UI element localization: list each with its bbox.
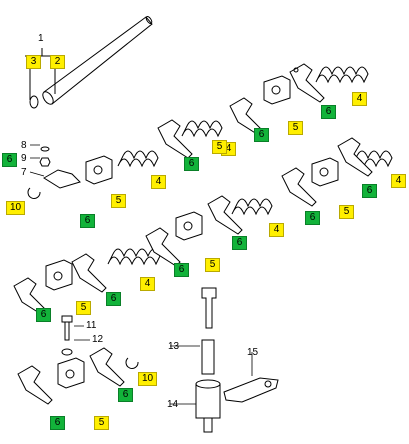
callout-4-d: 4 <box>391 174 406 188</box>
callout-7: 7 <box>21 167 27 178</box>
bottom-assembly <box>17 287 279 433</box>
callout-14: 14 <box>167 399 179 410</box>
callout-5-e: 5 <box>76 301 91 315</box>
callout-2: 2 <box>50 55 65 69</box>
callout-9: 9 <box>21 153 27 164</box>
callout-5-d: 5 <box>205 258 220 272</box>
callout-5-c: 5 <box>339 205 354 219</box>
callout-6-d: 6 <box>321 105 336 119</box>
callout-4-a: 4 <box>151 175 166 189</box>
callout-6-i: 6 <box>36 308 51 322</box>
callout-5-f: 5 <box>94 416 109 430</box>
callout-6-h: 6 <box>174 263 189 277</box>
callout-13: 13 <box>168 341 180 352</box>
callout-10-a: 10 <box>6 201 25 215</box>
callout-6-j: 6 <box>106 292 121 306</box>
rocker-shaft <box>25 16 153 109</box>
callout-6-a: 6 <box>2 153 17 167</box>
spring-group-upper <box>43 97 265 189</box>
callout-6-g: 6 <box>232 236 247 250</box>
callout-3: 3 <box>26 55 41 69</box>
callout-6-f: 6 <box>362 184 377 198</box>
callout-6-k: 6 <box>118 388 133 402</box>
spring-group-right <box>175 137 393 241</box>
callout-4-e: 4 <box>269 223 284 237</box>
adjusting-screw-set <box>27 146 73 356</box>
callout-10-b: 10 <box>138 372 157 386</box>
callout-15: 15 <box>247 347 259 358</box>
callout-5-a: 5 <box>111 194 126 208</box>
callout-4-f: 4 <box>140 277 155 291</box>
callout-5-g: 5 <box>212 140 227 154</box>
callout-1: 1 <box>38 33 44 44</box>
callout-6-l: 6 <box>50 416 65 430</box>
callout-6-e: 6 <box>305 211 320 225</box>
spring-group-top <box>263 63 369 105</box>
callout-6-c: 6 <box>254 128 269 142</box>
callout-5-b: 5 <box>288 121 303 135</box>
callout-11: 11 <box>86 320 97 331</box>
leader-lines <box>29 144 253 405</box>
callout-8: 8 <box>21 140 27 151</box>
spring-group-lower <box>13 227 181 317</box>
callout-12: 12 <box>92 334 104 345</box>
callout-4-c: 4 <box>352 92 367 106</box>
callout-6-b: 6 <box>184 157 199 171</box>
callout-6-m: 6 <box>80 214 95 228</box>
